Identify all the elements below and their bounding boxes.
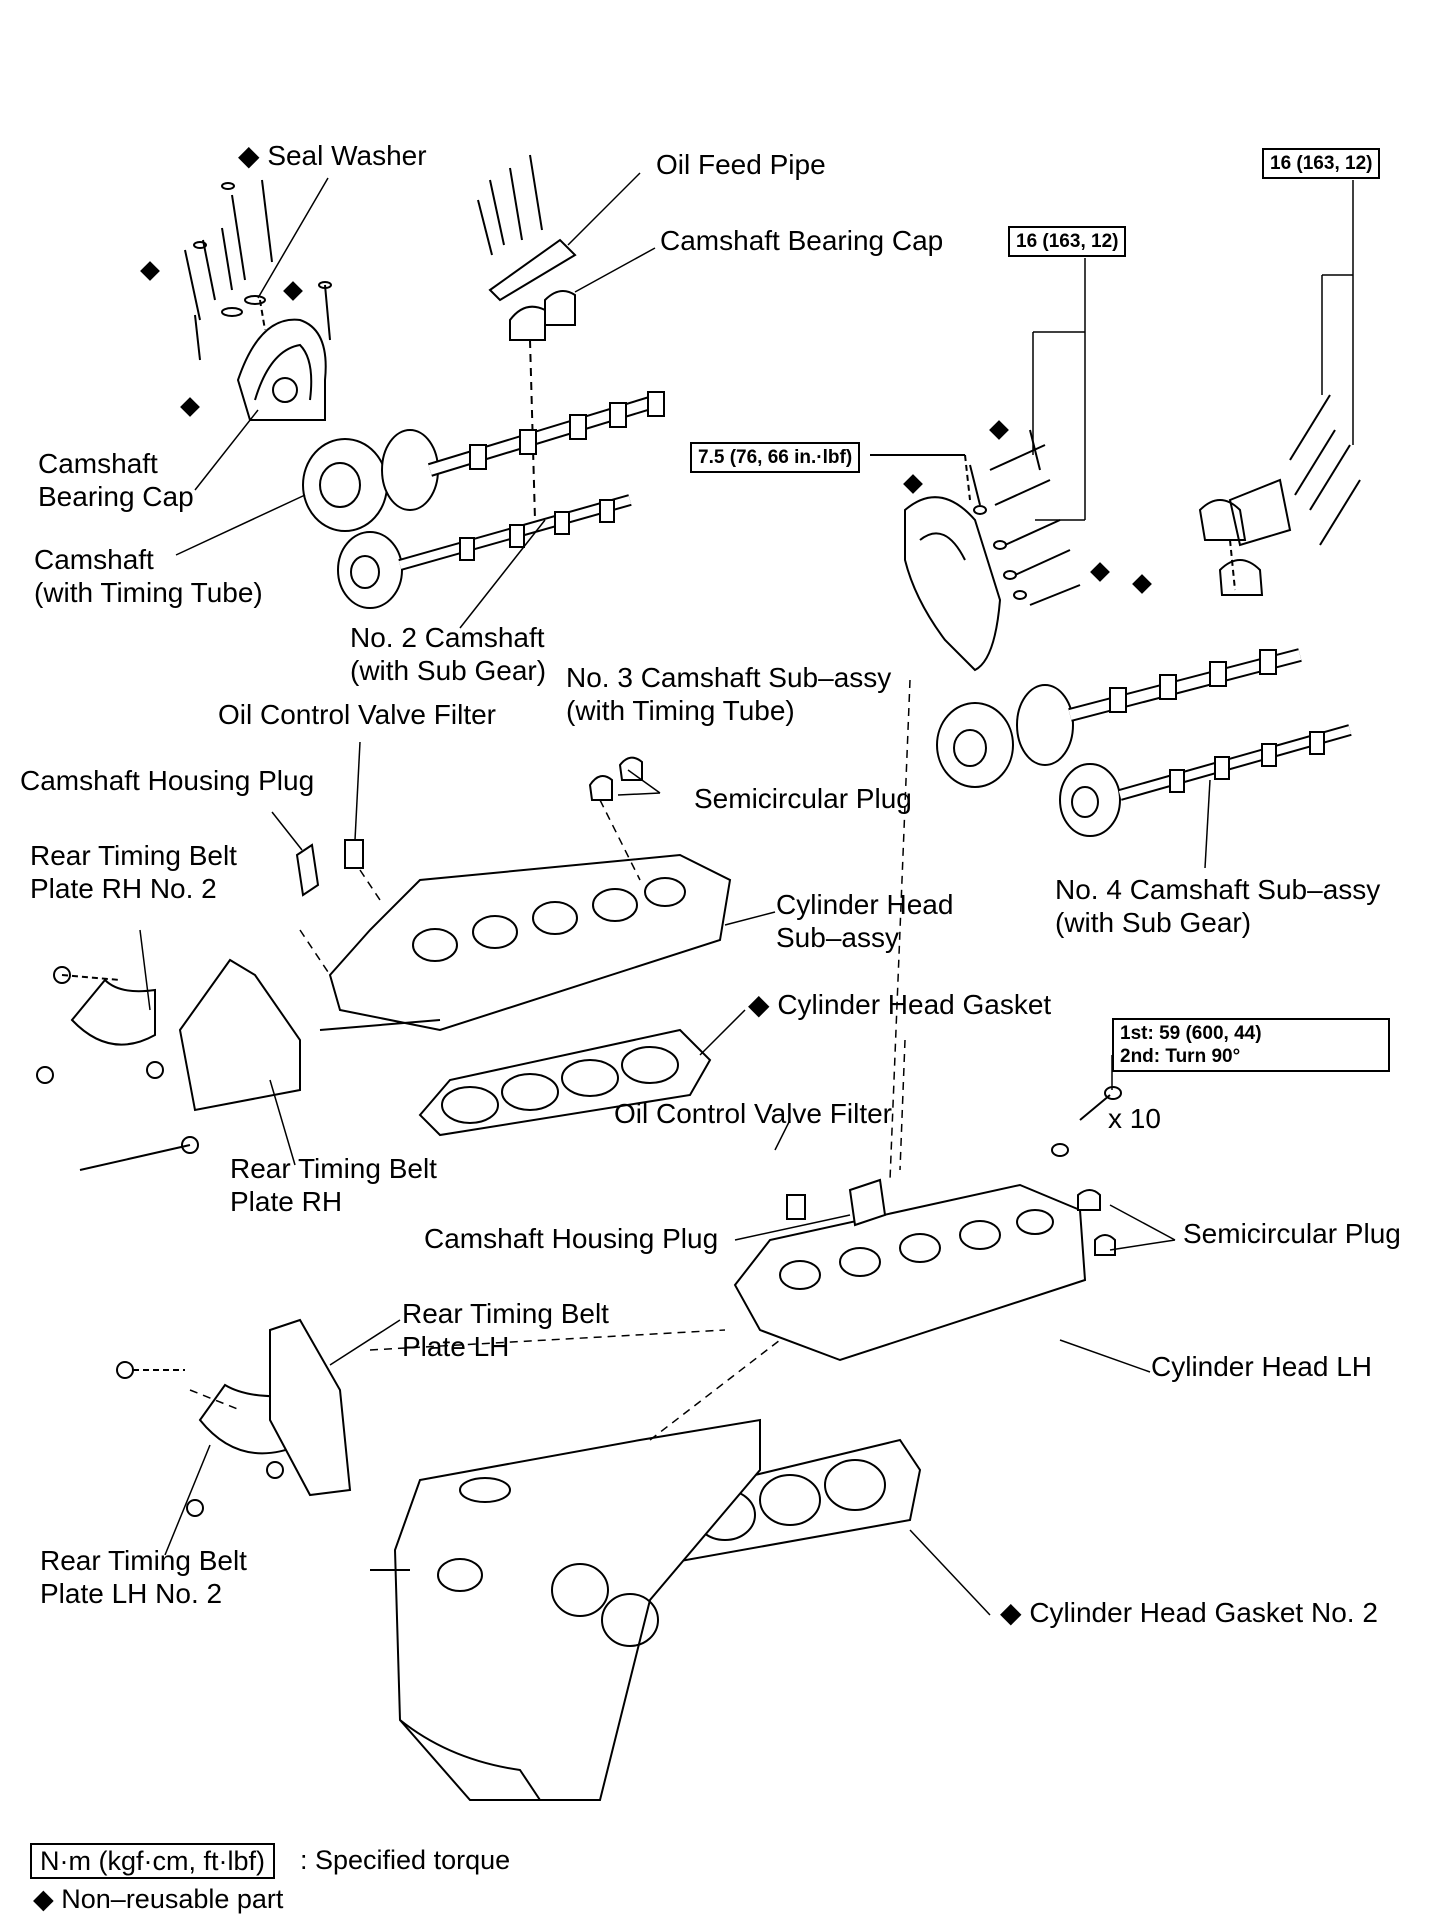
oil-feed-pipe-assembly: [477, 154, 577, 521]
no3-camshaft: [936, 648, 1302, 788]
label-x10: x 10: [1108, 1103, 1161, 1134]
label-no4-camshaft: No. 4 Camshaft Sub–assy (with Sub Gear): [1055, 874, 1381, 938]
label-camshaft-housing-plug-2: Camshaft Housing Plug: [424, 1223, 719, 1254]
camshaft-with-timing-tube: [302, 391, 665, 532]
label-camshaft-bearing-cap-top: Camshaft Bearing Cap: [660, 225, 944, 256]
label-no3-camshaft: No. 3 Camshaft Sub–assy (with Timing Tub…: [566, 662, 892, 726]
label-oil-control-valve-filter-2: Oil Control Valve Filter: [614, 1098, 893, 1129]
torque-box-2: 16 (163, 12): [1008, 226, 1127, 257]
torque-box-4: 1st: 59 (600, 44) 2nd: Turn 90°: [1112, 1018, 1390, 1072]
camshaft-bearing-cap-rh: [1198, 394, 1361, 596]
label-seal-washer: ◆ Seal Washer: [238, 140, 427, 171]
label-semicircular-plug-1: Semicircular Plug: [694, 783, 912, 814]
torque-box-3: 7.5 (76, 66 in.·lbf): [690, 442, 861, 473]
label-cylinder-head-lh: Cylinder Head LH: [1151, 1351, 1372, 1382]
cylinder-head-subassy-rh: [319, 853, 732, 1032]
label-oil-control-valve-filter-1: Oil Control Valve Filter: [218, 699, 497, 730]
no2-camshaft: [337, 494, 632, 609]
legend-unit-box: N·m (kgf·cm, ft·lbf): [30, 1843, 275, 1879]
camshaft-bearing-cap-assembly-left: [184, 179, 332, 421]
label-no2-camshaft: No. 2 Camshaft (with Sub Gear): [350, 622, 547, 686]
label-rear-timing-belt-plate-lh-no2: Rear Timing Belt Plate LH No. 2: [40, 1545, 247, 1609]
rear-timing-belt-plate-lh-group: [116, 1318, 352, 1517]
legend-non-reusable: ◆ Non–reusable part: [33, 1884, 284, 1914]
label-rear-timing-belt-plate-lh: Rear Timing Belt Plate LH: [402, 1298, 609, 1362]
engine-block: [370, 1418, 761, 1801]
no4-camshaft: [1059, 724, 1352, 837]
legend-specified-torque: : Specified torque: [300, 1845, 511, 1875]
label-rear-timing-belt-plate-rh: Rear Timing Belt Plate RH: [230, 1153, 437, 1217]
label-cylinder-head-subassy: Cylinder Head Sub–assy: [776, 889, 954, 953]
label-oil-feed-pipe: Oil Feed Pipe: [656, 149, 826, 180]
label-cylinder-head-gasket: ◆ Cylinder Head Gasket: [748, 989, 1052, 1020]
torque-box-1: 16 (163, 12): [1262, 148, 1381, 179]
label-cylinder-head-gasket-no2: ◆ Cylinder Head Gasket No. 2: [1000, 1597, 1378, 1628]
label-camshaft-with-timing-tube: Camshaft (with Timing Tube): [34, 544, 263, 608]
rear-timing-belt-plate-rh-group: [36, 756, 643, 1171]
camshaft-housing-rh-cover: [870, 429, 1081, 672]
cylinder-head-lh: [733, 1086, 1122, 1362]
cylinder-head-gasket-rh: [418, 1028, 712, 1137]
label-camshaft-bearing-cap-left: Camshaft Bearing Cap: [38, 448, 194, 512]
label-rear-timing-belt-plate-rh-no2: Rear Timing Belt Plate RH No. 2: [30, 840, 237, 904]
label-camshaft-housing-plug-1: Camshaft Housing Plug: [20, 765, 315, 796]
label-semicircular-plug-2: Semicircular Plug: [1183, 1218, 1401, 1249]
